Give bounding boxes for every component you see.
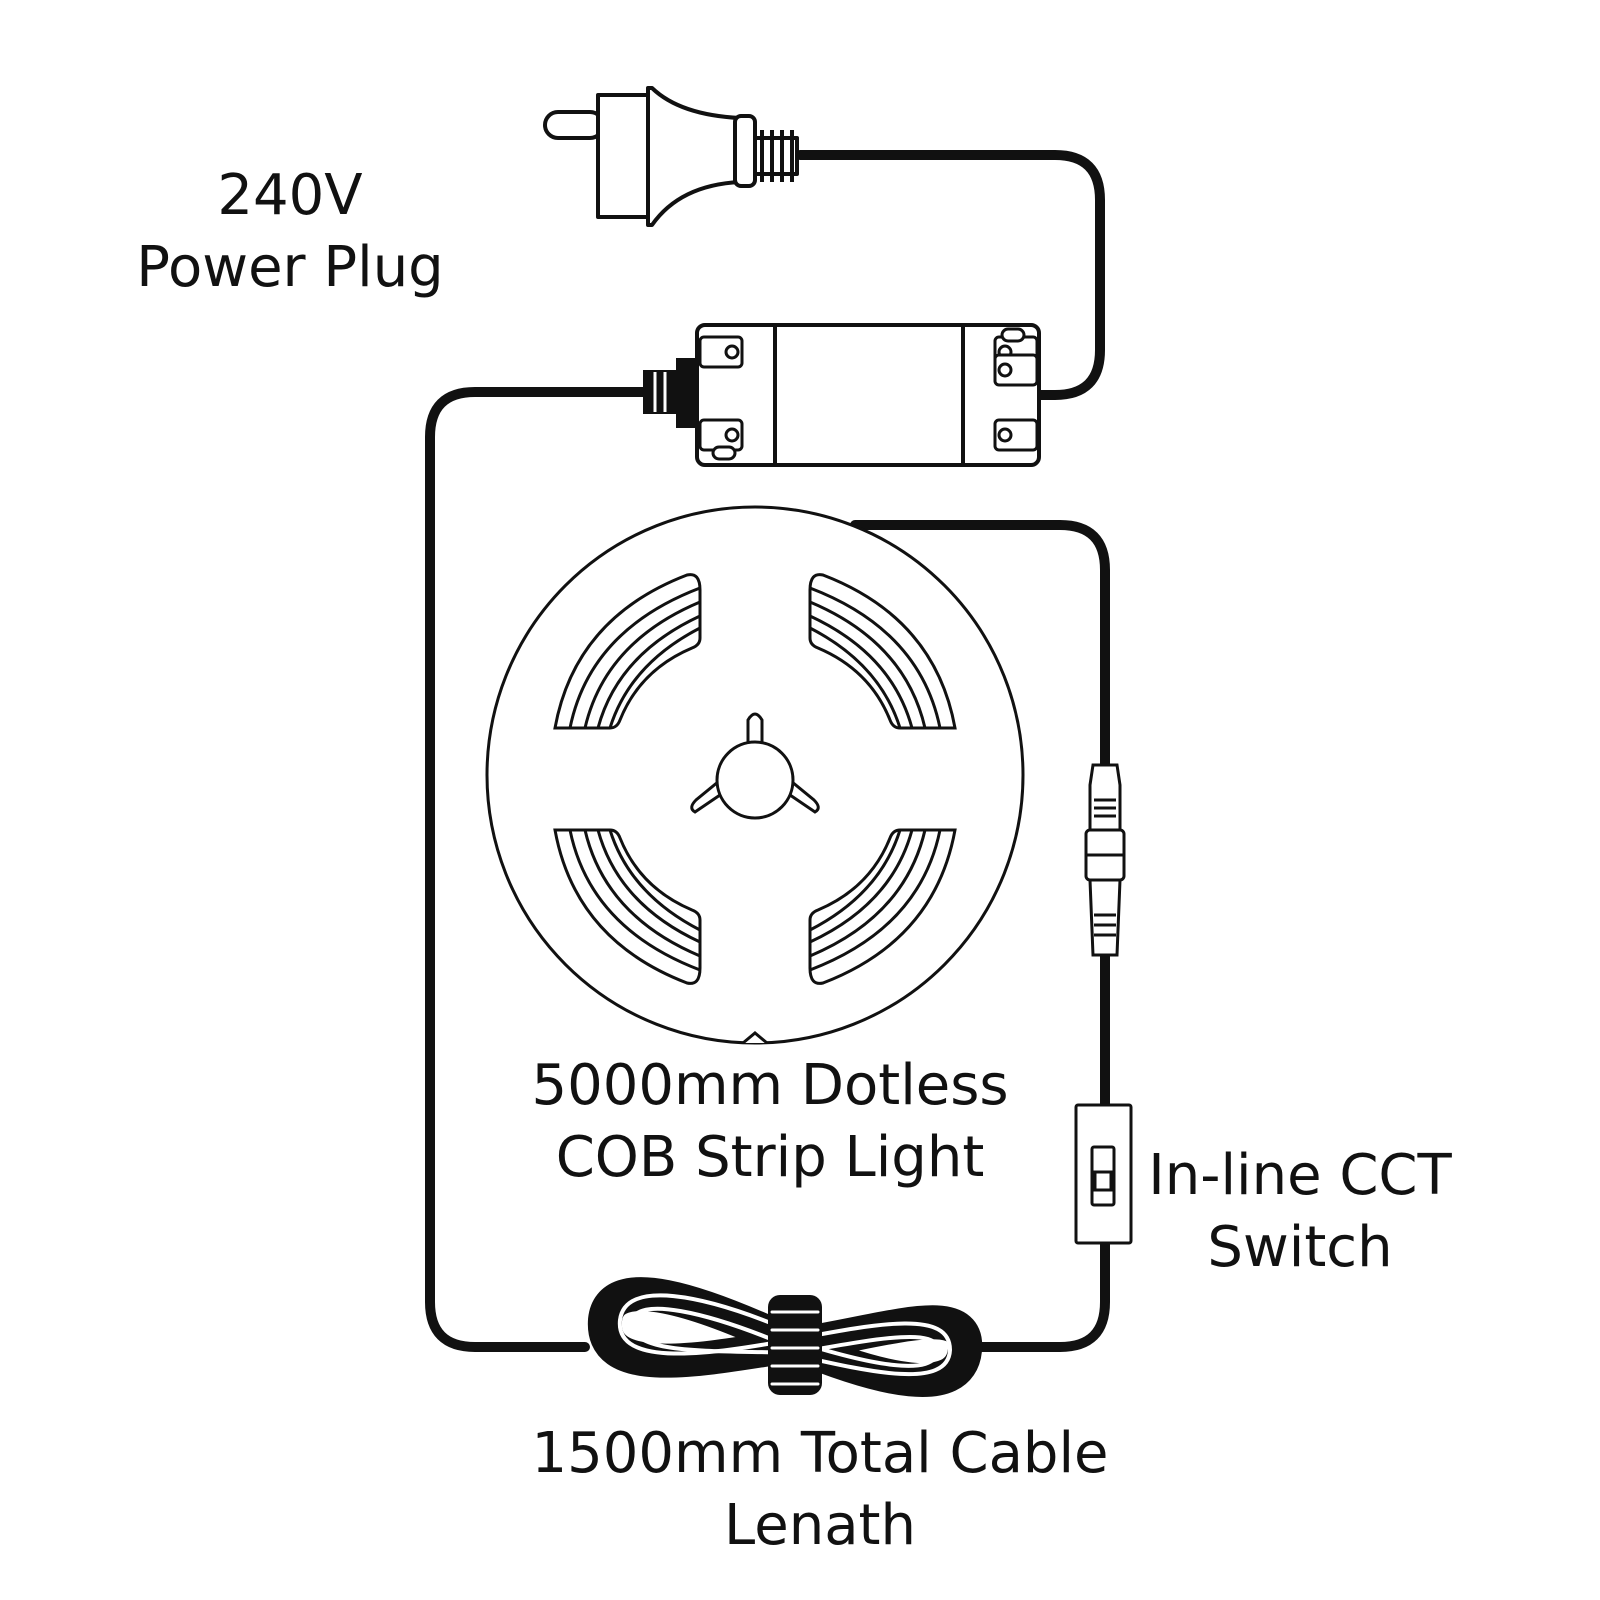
- plug-face: [596, 93, 652, 219]
- plug-collar: [733, 114, 757, 188]
- cct-switch-icon: [1074, 1103, 1133, 1245]
- coiled-cable-icon: [587, 1277, 983, 1397]
- cct-switch-label-line2: Switch: [1207, 1215, 1393, 1280]
- power-plug-label: 240V Power Plug: [110, 160, 470, 304]
- reel-hub: [690, 712, 820, 820]
- cable-strip-to-switch: [850, 520, 1110, 770]
- reel-window-bottom-left: [553, 828, 702, 985]
- reel-window-top-left: [553, 573, 702, 730]
- strip-light-label: 5000mm Dotless COB Strip Light: [470, 1050, 1070, 1194]
- reel-window-bottom-right: [808, 828, 957, 985]
- cct-switch-label-line1: In-line CCT: [1148, 1143, 1452, 1208]
- reel-window-top-right: [808, 573, 957, 730]
- strip-light-reel-icon: [485, 505, 1025, 1045]
- cable-length-label: 1500mm Total Cable Lenath: [480, 1418, 1160, 1562]
- strip-light-label-line1: 5000mm Dotless: [531, 1053, 1009, 1118]
- strip-light-label-line2: COB Strip Light: [555, 1125, 985, 1190]
- cable-plug-to-driver: [795, 150, 1105, 400]
- power-plug-icon: [543, 86, 799, 227]
- cable-switch-to-coil: [965, 1238, 1110, 1352]
- cable-tie: [768, 1295, 822, 1395]
- cct-switch-label: In-line CCT Switch: [1130, 1140, 1470, 1284]
- cable-driver-to-coil: [425, 387, 650, 1352]
- power-plug-label-line2: Power Plug: [136, 235, 444, 300]
- switch-slider: [1093, 1170, 1113, 1192]
- driver-icon: [643, 323, 1041, 467]
- cables: [425, 150, 1110, 1352]
- cable-length-label-line1: 1500mm Total Cable: [531, 1421, 1109, 1486]
- driver-body: [695, 323, 1041, 467]
- plug-body: [646, 86, 742, 227]
- connector-icon: [1084, 763, 1126, 957]
- power-plug-label-line1: 240V: [217, 163, 363, 228]
- cable-length-label-line2: Lenath: [724, 1493, 916, 1558]
- plug-pin: [543, 110, 605, 140]
